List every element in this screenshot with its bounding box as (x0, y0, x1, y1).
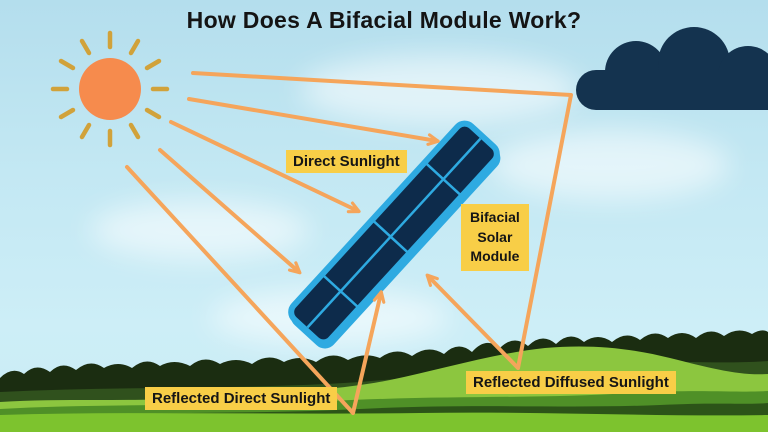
reflected-direct-sunlight-path (125, 165, 386, 415)
bifacial-solar-module-label: Bifacial Solar Module (461, 204, 529, 271)
direct-sunlight-label: Direct Sunlight (286, 150, 407, 174)
reflected-diffused-sunlight-path (191, 71, 573, 370)
sun-icon (50, 30, 170, 148)
direct-sunlight-arrow-low (158, 148, 302, 275)
direct-sunlight-arrow-mid (169, 120, 361, 214)
sky-cloud-wisp (490, 130, 730, 200)
page-title: How Does A Bifacial Module Work? (186, 7, 582, 33)
reflected-diffused-sunlight-label: Reflected Diffused Sunlight (466, 371, 676, 395)
direct-sunlight-arrow-top (187, 97, 440, 146)
foreground-grass (0, 412, 768, 432)
reflected-direct-sunlight-label: Reflected Direct Sunlight (145, 387, 338, 411)
sunlight-arrows (125, 71, 573, 415)
solar-panel (288, 120, 501, 349)
cloud-icon (576, 27, 768, 110)
sky-cloud-wisp (300, 55, 580, 125)
